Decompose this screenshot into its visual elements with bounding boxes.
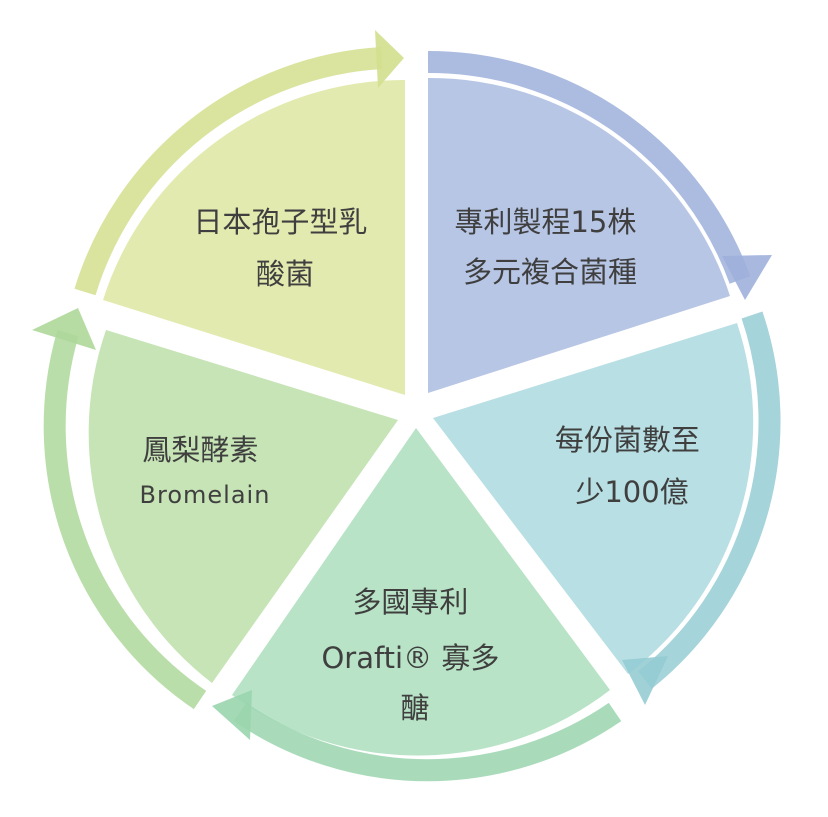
segment-bacteria-count-wedge — [433, 323, 754, 674]
svg-text:專利製程15株 多元複合菌種: 專利製程15株 多元複合菌種 — [454, 205, 645, 289]
segment-bacteria-count-arrowhead — [622, 656, 668, 705]
segment-spore-lactobacillus-line-2: 酸菌 — [256, 257, 314, 291]
segment-bromelain-wedge — [88, 330, 398, 683]
segment-bacteria-count-line-2: 少100億 — [575, 475, 688, 509]
segment-spore-lactobacillus-wedge — [103, 79, 405, 395]
segment-probiotic-strains-arrowhead — [722, 255, 772, 300]
segment-spore-lactobacillus-arrowhead — [375, 30, 404, 88]
segment-bromelain: 鳳梨酵素 Bromelain — [32, 308, 398, 710]
segment-orafti-oligosaccharide-line-3: 醣 — [400, 691, 429, 725]
segment-probiotic-strains-line-1: 專利製程15株 — [454, 205, 636, 239]
segment-orafti-oligosaccharide-wedge — [232, 428, 610, 756]
segment-probiotic-strains-arrow-band — [427, 50, 751, 284]
segment-bacteria-count: 每份菌數至 少100億 — [433, 311, 781, 705]
svg-text:每份菌數至 少100億: 每份菌數至 少100億 — [555, 423, 709, 509]
segment-probiotic-strains-line-2: 多元複合菌種 — [463, 255, 637, 289]
segment-spore-lactobacillus-arrow-band — [74, 47, 383, 296]
segment-probiotic-strains-wedge — [428, 77, 730, 393]
segment-bromelain-line-2: Bromelain — [140, 481, 271, 509]
segment-orafti-oligosaccharide-arrowhead — [212, 690, 252, 740]
segment-bromelain-arrow-band — [43, 329, 207, 710]
segment-orafti-oligosaccharide-line-1: 多國專利 — [352, 585, 468, 619]
segment-bacteria-count-arrow-band — [638, 311, 781, 689]
segment-orafti-oligosaccharide-arrow-band — [233, 702, 622, 782]
svg-text:日本孢子型乳 酸菌: 日本孢子型乳 酸菌 — [193, 205, 376, 291]
segment-orafti-oligosaccharide-line-2: Orafti® 寡多 — [321, 641, 499, 675]
segment-probiotic-strains: 專利製程15株 多元複合菌種 — [427, 50, 772, 393]
segment-spore-lactobacillus-line-1: 日本孢子型乳 — [193, 205, 367, 239]
segment-orafti-oligosaccharide: 多國專利 Orafti® 寡多 醣 — [212, 428, 622, 782]
svg-text:多國專利 Orafti® 寡多 醣: 多國專利 Orafti® 寡多 醣 — [321, 585, 508, 725]
segment-bromelain-arrowhead — [32, 308, 96, 350]
segment-spore-lactobacillus: 日本孢子型乳 酸菌 — [74, 30, 405, 395]
svg-text:鳳梨酵素 Bromelain: 鳳梨酵素 Bromelain — [140, 433, 271, 509]
segment-bromelain-line-1: 鳳梨酵素 — [142, 433, 258, 467]
segment-bacteria-count-line-1: 每份菌數至 — [555, 423, 700, 457]
